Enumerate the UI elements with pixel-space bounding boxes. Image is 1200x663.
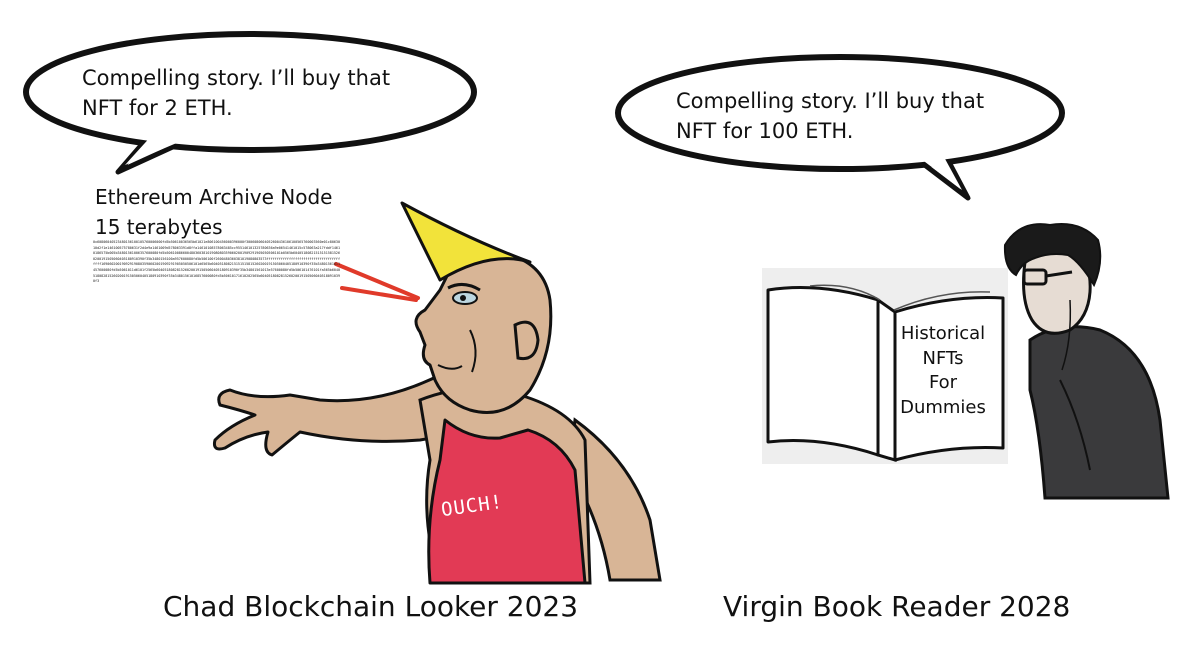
- speech-line-2: NFT for 100 ETH.: [676, 119, 854, 143]
- caption-right: Virgin Book Reader 2028: [723, 590, 1071, 623]
- chad-figure: [213, 201, 662, 585]
- book-title-line: NFTs: [922, 347, 964, 369]
- book-title-line: Dummies: [900, 396, 986, 418]
- speech-text-right: Compelling story. I’ll buy that NFT for …: [676, 86, 984, 146]
- book-title-line: Historical: [900, 323, 986, 344]
- caption-left: Chad Blockchain Looker 2023: [163, 590, 579, 623]
- speech-line-1: Compelling story. I’ll buy that: [676, 89, 985, 113]
- book-cover-title: Historical NFTs For Dummies: [884, 322, 1002, 420]
- speech-text-left: Compelling story. I’ll buy that NFT for …: [82, 63, 390, 123]
- hex-dump-text: 0x60806040523480156100105760006000fd5b50…: [93, 240, 341, 284]
- archive-node-size: 15 terabytes: [95, 215, 223, 239]
- speech-line-2: NFT for 2 ETH.: [82, 96, 233, 120]
- speech-bubble-right: [615, 54, 1065, 201]
- speech-bubble-left: [23, 31, 477, 175]
- book-illustration: [762, 268, 1008, 464]
- speech-line-1: Compelling story. I’ll buy that: [82, 66, 391, 90]
- archive-node-title: Ethereum Archive Node: [95, 185, 333, 209]
- book-title-line: For: [928, 372, 958, 393]
- laser-rays: [334, 262, 420, 302]
- virgin-figure: [1003, 223, 1170, 500]
